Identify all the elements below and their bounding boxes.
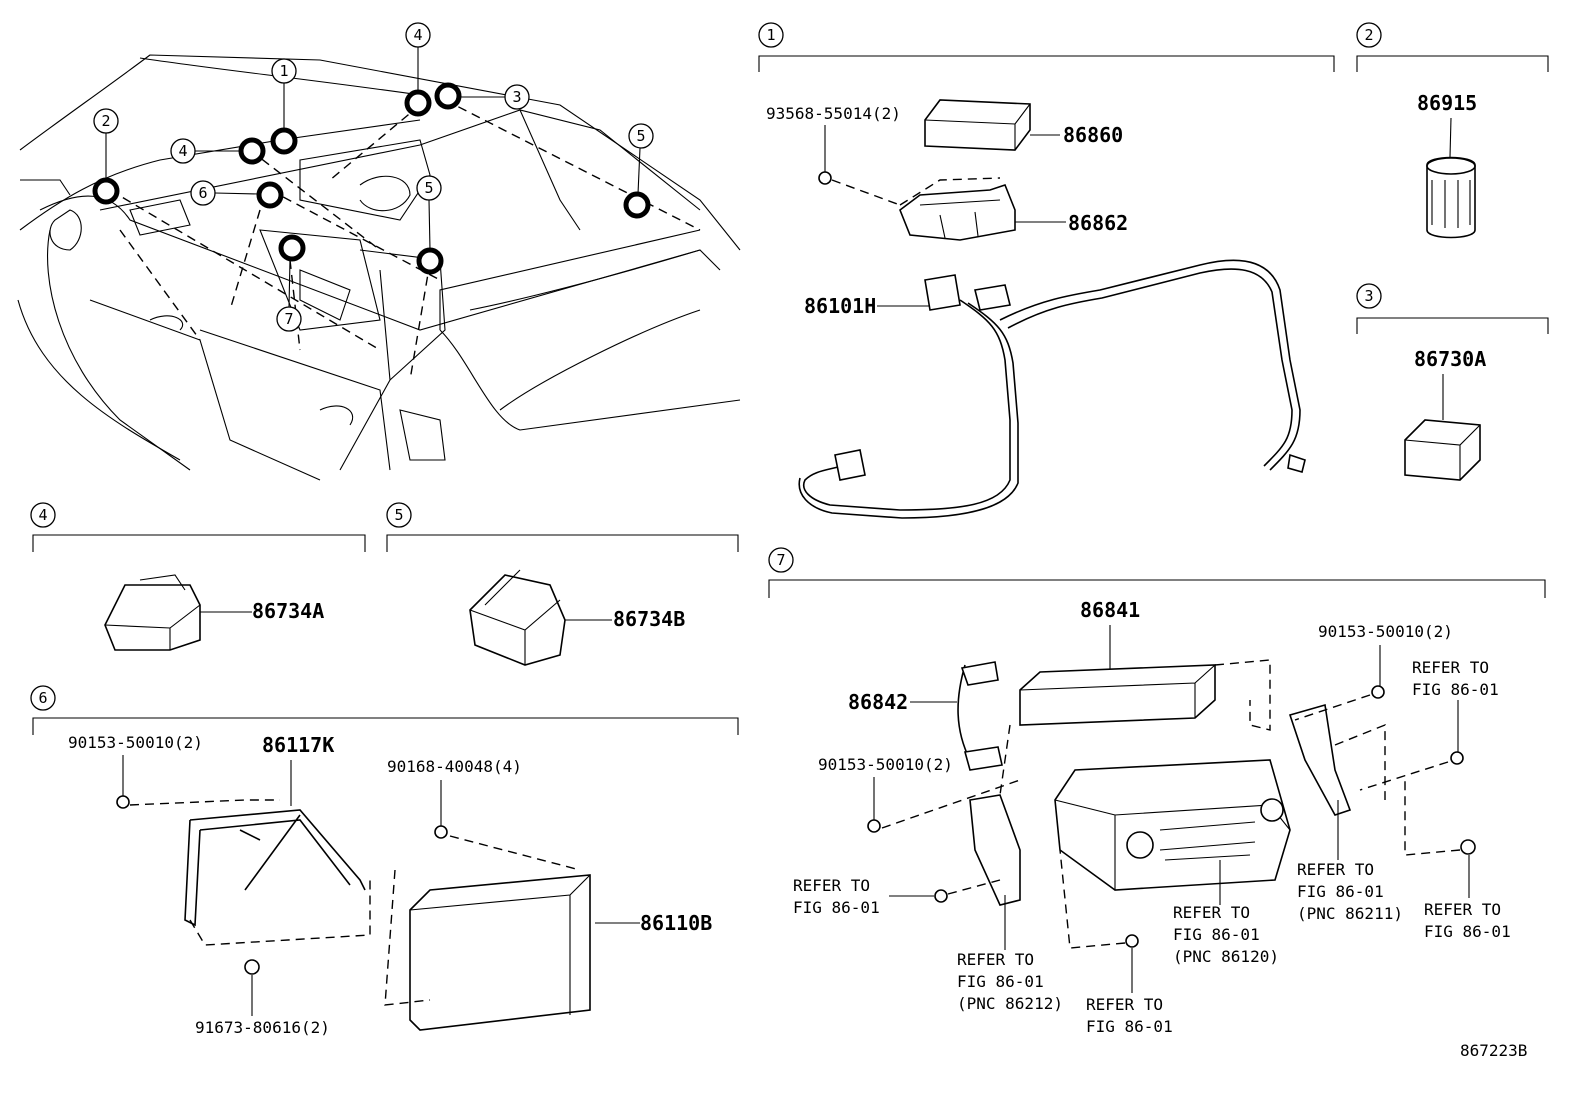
callout-3: 3 (504, 84, 530, 110)
refer-note-7: REFER TO FIG 86-01 (1424, 900, 1511, 941)
svg-text:FIG 86-01: FIG 86-01 (1424, 922, 1511, 941)
svg-text:REFER TO: REFER TO (1173, 903, 1250, 922)
refer-note-6: REFER TO FIG 86-01 (PNC 86211) (1297, 860, 1403, 923)
callout-7: 7 (276, 306, 302, 332)
svg-text:7: 7 (776, 551, 785, 569)
refer-note-1: REFER TO FIG 86-01 (1412, 658, 1499, 699)
label-86862: 86862 (1068, 211, 1128, 235)
svg-text:FIG 86-01: FIG 86-01 (1173, 925, 1260, 944)
section-1: 1 86860 93568-55014(2) 86862 86101H (758, 22, 1335, 519)
label-86110B: 86110B (640, 911, 712, 935)
svg-text:FIG 86-01: FIG 86-01 (1412, 680, 1499, 699)
svg-text:REFER TO: REFER TO (1424, 900, 1501, 919)
label-93568-55014: 93568-55014(2) (766, 104, 901, 123)
svg-text:(PNC 86211): (PNC 86211) (1297, 904, 1403, 923)
callout-4: 4 (170, 138, 196, 164)
refer-note-4: REFER TO FIG 86-01 (1086, 995, 1173, 1036)
svg-text:3: 3 (1364, 287, 1373, 305)
svg-text:3: 3 (512, 88, 521, 106)
callout-4: 4 (405, 22, 431, 48)
svg-text:(PNC 86120): (PNC 86120) (1173, 947, 1279, 966)
section-3: 3 86730A (1356, 283, 1549, 481)
label-86117K: 86117K (262, 733, 334, 757)
label-90153-50010: 90153-50010(2) (818, 755, 953, 774)
label-90153-50010: 90153-50010(2) (1318, 622, 1453, 641)
svg-text:5: 5 (636, 127, 645, 145)
svg-text:1: 1 (766, 26, 775, 44)
svg-text:FIG 86-01: FIG 86-01 (1086, 1017, 1173, 1036)
svg-text:REFER TO: REFER TO (1412, 658, 1489, 677)
label-86915: 86915 (1417, 91, 1477, 115)
label-86734B: 86734B (613, 607, 685, 631)
vehicle-overview: 2 1 4 4 3 5 6 5 7 (17, 22, 741, 481)
svg-text:FIG 86-01: FIG 86-01 (793, 898, 880, 917)
section-2: 2 86915 (1356, 22, 1549, 239)
section-4: 4 86734A (30, 502, 366, 651)
svg-text:4: 4 (413, 26, 422, 44)
callout-2: 2 (93, 108, 119, 134)
section-6: 6 90153-50010(2) 86117K 90168-40048(4) 8… (30, 685, 739, 1037)
label-86101H: 86101H (804, 294, 876, 318)
svg-text:REFER TO: REFER TO (957, 950, 1034, 969)
label-90168-40048: 90168-40048(4) (387, 757, 522, 776)
svg-text:1: 1 (279, 62, 288, 80)
svg-text:2: 2 (101, 112, 110, 130)
callout-5: 5 (628, 123, 654, 149)
section-5: 5 86734B (386, 502, 739, 666)
svg-text:REFER TO: REFER TO (793, 876, 870, 895)
label-91673-80616: 91673-80616(2) (195, 1018, 330, 1037)
label-90153-50010: 90153-50010(2) (68, 733, 203, 752)
svg-text:6: 6 (198, 184, 207, 202)
label-86841: 86841 (1080, 598, 1140, 622)
svg-text:5: 5 (394, 506, 403, 524)
label-86842: 86842 (848, 690, 908, 714)
callout-5: 5 (416, 175, 442, 201)
svg-text:6: 6 (38, 689, 47, 707)
callout-6: 6 (190, 180, 216, 206)
svg-text:4: 4 (38, 506, 47, 524)
svg-text:(PNC 86212): (PNC 86212) (957, 994, 1063, 1013)
refer-note-3: REFER TO FIG 86-01 (PNC 86212) (957, 950, 1063, 1013)
label-86734A: 86734A (252, 599, 324, 623)
refer-note-2: REFER TO FIG 86-01 (793, 876, 880, 917)
section-7: 7 86841 86842 90153-50010(2) 90153-50010… (768, 547, 1546, 993)
label-86860: 86860 (1063, 123, 1123, 147)
label-86730A: 86730A (1414, 347, 1486, 371)
callout-1: 1 (271, 58, 297, 84)
svg-text:FIG 86-01: FIG 86-01 (957, 972, 1044, 991)
svg-text:5: 5 (424, 179, 433, 197)
svg-text:2: 2 (1364, 26, 1373, 44)
refer-note-5: REFER TO FIG 86-01 (PNC 86120) (1173, 903, 1279, 966)
svg-text:REFER TO: REFER TO (1086, 995, 1163, 1014)
svg-text:FIG 86-01: FIG 86-01 (1297, 882, 1384, 901)
figure-id: 867223B (1460, 1041, 1527, 1060)
svg-text:4: 4 (178, 142, 187, 160)
svg-text:7: 7 (284, 310, 293, 328)
svg-text:REFER TO: REFER TO (1297, 860, 1374, 879)
